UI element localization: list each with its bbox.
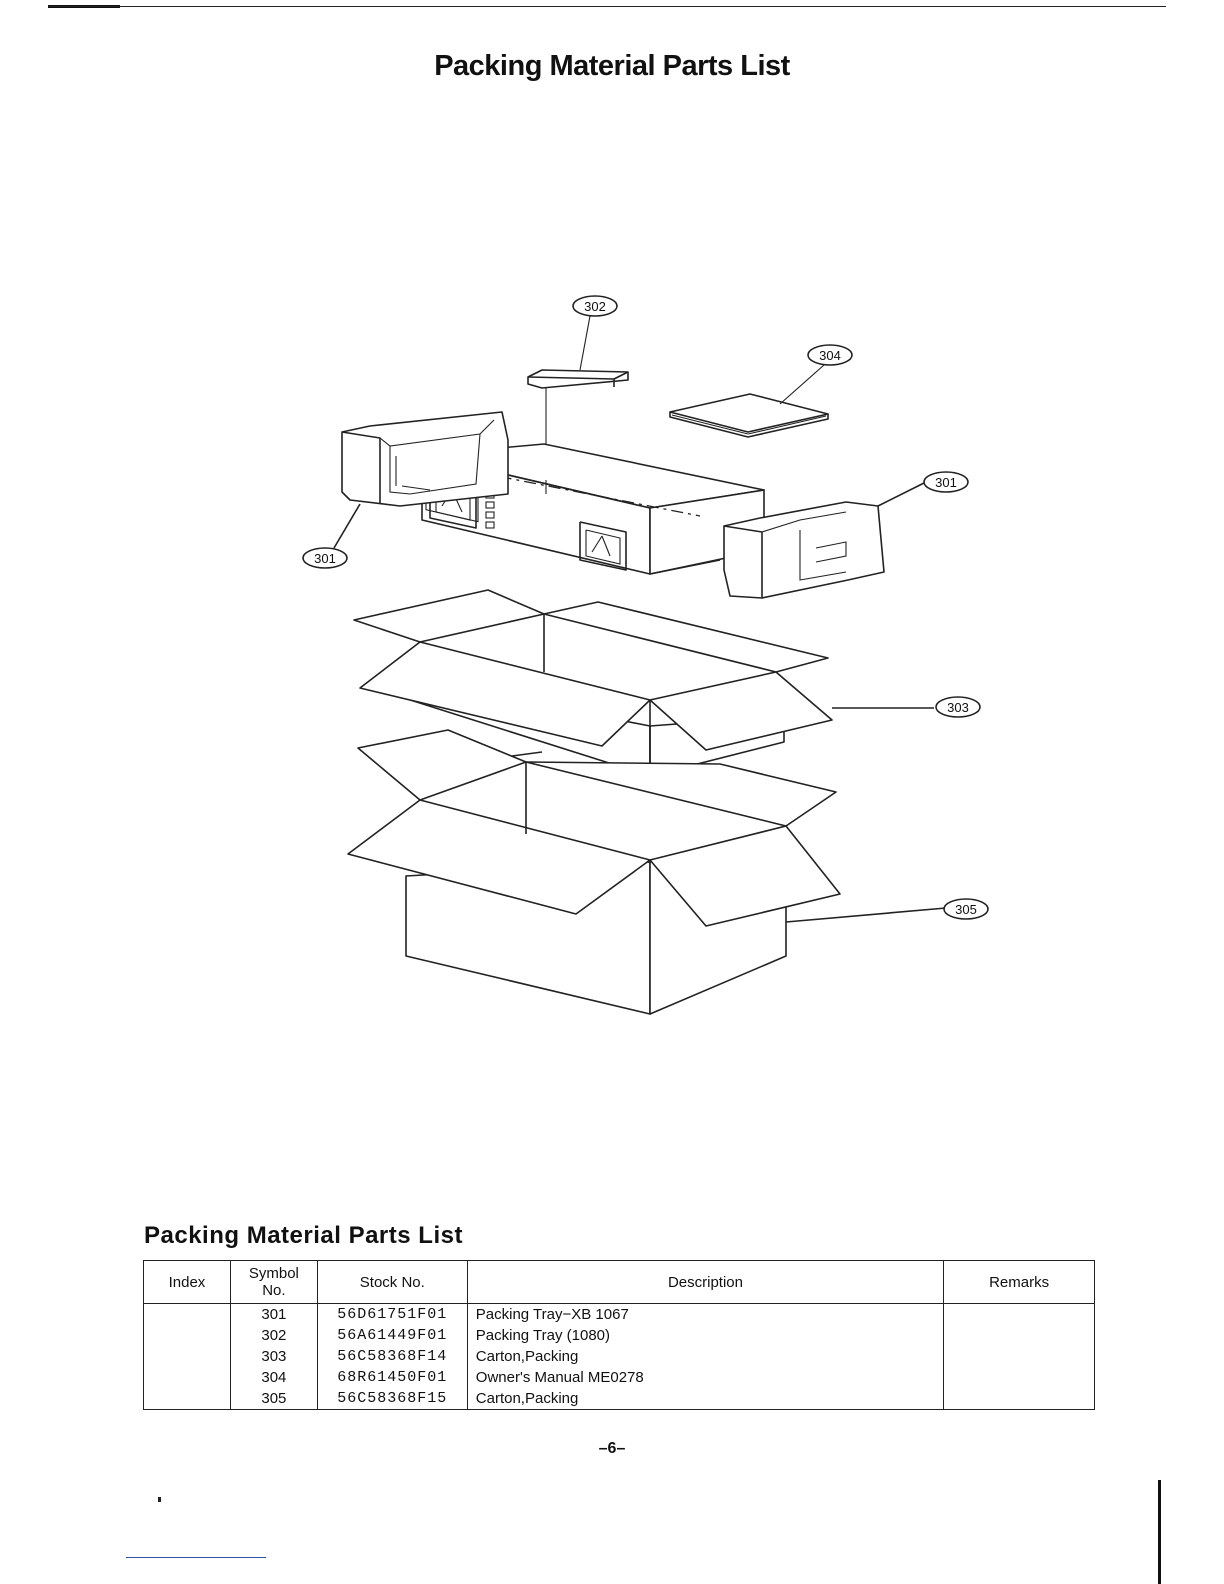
scan-edge-mark — [1158, 1480, 1161, 1584]
header-index: Index — [143, 1260, 231, 1304]
header-rule — [48, 6, 1166, 7]
cell-remarks — [943, 1346, 1095, 1367]
cell-remarks — [943, 1303, 1095, 1325]
tray-301-right-drawing — [649, 481, 927, 599]
cell-index — [143, 1346, 231, 1367]
page-number: –6– — [598, 1440, 626, 1457]
cell-description: Carton,Packing — [466, 1346, 945, 1367]
header-remarks: Remarks — [943, 1260, 1095, 1304]
header-symbol-line1: Symbol — [248, 1265, 299, 1282]
manual-304-drawing — [669, 393, 829, 438]
header-stock: Stock No. — [316, 1260, 468, 1304]
page-title: Packing Material Parts List — [434, 50, 790, 82]
table-header-row: Index Symbol No. Stock No. Description R… — [143, 1260, 1095, 1304]
cell-remarks — [943, 1325, 1095, 1346]
callout-305: 305 — [943, 898, 989, 920]
cell-stock: 56D61751F01 — [316, 1303, 468, 1325]
cell-index — [143, 1367, 231, 1388]
header-symbol-line2: No. — [262, 1282, 286, 1299]
cell-index — [143, 1325, 231, 1346]
callout-301-left: 301 — [302, 547, 348, 569]
cell-description: Packing Tray (1080) — [466, 1325, 945, 1346]
cell-symbol: 301 — [229, 1303, 318, 1325]
svg-text:304: 304 — [819, 348, 841, 363]
cell-symbol: 304 — [229, 1367, 318, 1388]
svg-text:301: 301 — [935, 475, 957, 490]
cell-symbol: 303 — [229, 1346, 318, 1367]
parts-table: Index Symbol No. Stock No. Description R… — [143, 1260, 1095, 1410]
parts-list-title: Packing Material Parts List — [144, 1222, 463, 1249]
callout-301-right: 301 — [923, 471, 969, 493]
cell-remarks — [943, 1367, 1095, 1388]
table-row: 305 56C58368F15 Carton,Packing — [143, 1388, 1095, 1410]
cell-symbol: 305 — [229, 1388, 318, 1410]
cell-stock: 56A61449F01 — [316, 1325, 468, 1346]
exploded-packing-diagram: 302 304 301 301 303 305 — [280, 280, 1000, 1040]
svg-text:302: 302 — [584, 299, 606, 314]
footer-rule — [126, 1557, 266, 1558]
cell-stock: 68R61450F01 — [316, 1367, 468, 1388]
cell-description: Packing Tray−XB 1067 — [466, 1303, 945, 1325]
diagram-svg: 302 304 301 301 303 305 — [302, 295, 989, 1015]
cell-description: Carton,Packing — [466, 1388, 945, 1410]
table-row: 303 56C58368F14 Carton,Packing — [143, 1346, 1095, 1367]
table-row: 304 68R61450F01 Owner's Manual ME0278 — [143, 1367, 1095, 1388]
svg-text:305: 305 — [955, 902, 977, 917]
table-row: 301 56D61751F01 Packing Tray−XB 1067 — [143, 1303, 1095, 1325]
callout-302: 302 — [572, 295, 618, 371]
svg-text:301: 301 — [314, 551, 336, 566]
stray-mark — [158, 1497, 161, 1502]
cell-stock: 56C58368F14 — [316, 1346, 468, 1367]
carton-303-drawing — [353, 589, 934, 777]
callout-304: 304 — [779, 344, 853, 405]
callout-303: 303 — [935, 696, 981, 718]
header-symbol: Symbol No. — [229, 1260, 318, 1304]
header-description: Description — [466, 1260, 945, 1304]
cell-description: Owner's Manual ME0278 — [466, 1367, 945, 1388]
cell-stock: 56C58368F15 — [316, 1388, 468, 1410]
cell-index — [143, 1388, 231, 1410]
table-row: 302 56A61449F01 Packing Tray (1080) — [143, 1325, 1095, 1346]
cell-index — [143, 1303, 231, 1325]
svg-text:303: 303 — [947, 700, 969, 715]
tray-301-left-drawing — [333, 411, 509, 549]
carton-305-drawing — [347, 729, 947, 1015]
cell-symbol: 302 — [229, 1325, 318, 1346]
cell-remarks — [943, 1388, 1095, 1410]
